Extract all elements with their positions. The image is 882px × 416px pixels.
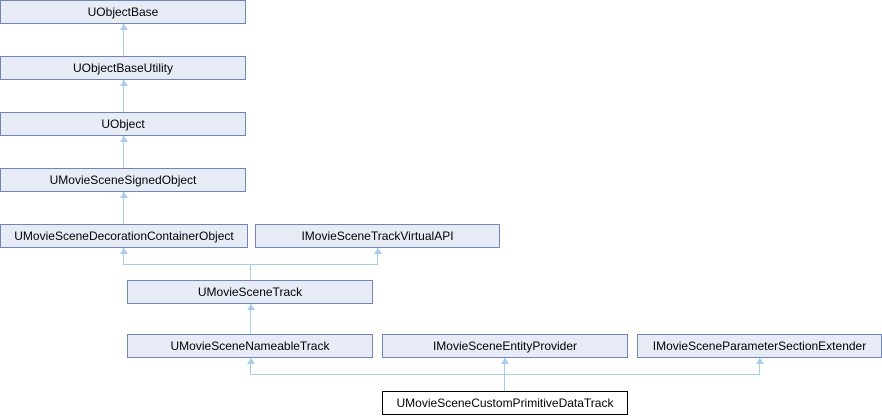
arrowhead-umoviescenetrack	[247, 304, 255, 310]
edge-track-fork-stem	[250, 264, 251, 280]
edge-umoviescenesignedobject-to-uobject	[123, 136, 124, 168]
arrowhead-umoviescenesignedobject	[120, 192, 128, 198]
edge-decorationcontainer-to-signedobject	[123, 192, 124, 224]
edge-track-to-trackvirtualapi	[377, 248, 378, 264]
class-node-label: UObjectBase	[87, 5, 159, 19]
edge-uobjectbaseutility-to-uobjectbase	[123, 24, 124, 56]
edge-cpdtrack-to-entityprovider	[504, 358, 505, 374]
arrowhead-imoviesceneentityprovider	[501, 358, 509, 364]
class-node-label: UMovieSceneCustomPrimitiveDataTrack	[396, 396, 614, 410]
arrowhead-umoviescenenameabletrack	[247, 358, 255, 364]
class-node-label: UMovieSceneDecorationContainerObject	[14, 229, 234, 243]
arrowhead-uobjectbase	[120, 24, 128, 30]
class-node-umoviescenedecorationcontainerobject[interactable]: UMovieSceneDecorationContainerObject	[0, 224, 248, 248]
class-node-label: IMovieSceneParameterSectionExtender	[652, 339, 867, 353]
arrowhead-imoviescenetrackvirtualapi	[374, 248, 382, 254]
class-node-label: UMovieSceneNameableTrack	[170, 339, 330, 353]
class-node-uobjectbaseutility[interactable]: UObjectBaseUtility	[0, 56, 246, 80]
arrowhead-umoviescenedecorationcontainerobject	[120, 248, 128, 254]
class-node-umoviescenetrack[interactable]: UMovieSceneTrack	[127, 280, 373, 304]
class-node-imoviesceneparametersectionextender[interactable]: IMovieSceneParameterSectionExtender	[637, 334, 882, 358]
edge-nameabletrack-to-track	[250, 304, 251, 334]
class-node-umoviescenenameabletrack[interactable]: UMovieSceneNameableTrack	[127, 334, 373, 358]
arrowhead-imoviesceneparametersectionextender	[756, 358, 764, 364]
arrowhead-uobject	[120, 136, 128, 142]
class-node-umoviescenecustomprimitivedatatrack[interactable]: UMovieSceneCustomPrimitiveDataTrack	[382, 391, 628, 415]
class-node-label: IMovieSceneEntityProvider	[432, 339, 578, 353]
edge-cpdtrack-fork-bus	[250, 374, 760, 375]
class-node-imoviescenetrackvirtualapi[interactable]: IMovieSceneTrackVirtualAPI	[255, 224, 500, 248]
class-node-label: UObject	[101, 117, 145, 131]
edge-cpdtrack-to-parametersectionextender	[759, 358, 760, 374]
class-node-label: IMovieSceneTrackVirtualAPI	[301, 229, 454, 243]
edge-track-to-decorationcontainer	[123, 248, 124, 264]
class-node-label: UMovieSceneTrack	[197, 285, 303, 299]
edge-uobject-to-uobjectbaseutility	[123, 80, 124, 112]
edge-cpdtrack-fork-stem	[504, 374, 505, 391]
class-node-label: UMovieSceneSignedObject	[49, 173, 197, 187]
class-node-umoviescenesignedobject[interactable]: UMovieSceneSignedObject	[0, 168, 246, 192]
arrowhead-uobjectbaseutility	[120, 80, 128, 86]
class-node-label: UObjectBaseUtility	[72, 61, 174, 75]
class-node-uobject[interactable]: UObject	[0, 112, 246, 136]
edge-cpdtrack-to-nameabletrack	[250, 358, 251, 374]
class-node-imoviesceneentityprovider[interactable]: IMovieSceneEntityProvider	[382, 334, 628, 358]
class-node-uobjectbase[interactable]: UObjectBase	[0, 0, 246, 24]
